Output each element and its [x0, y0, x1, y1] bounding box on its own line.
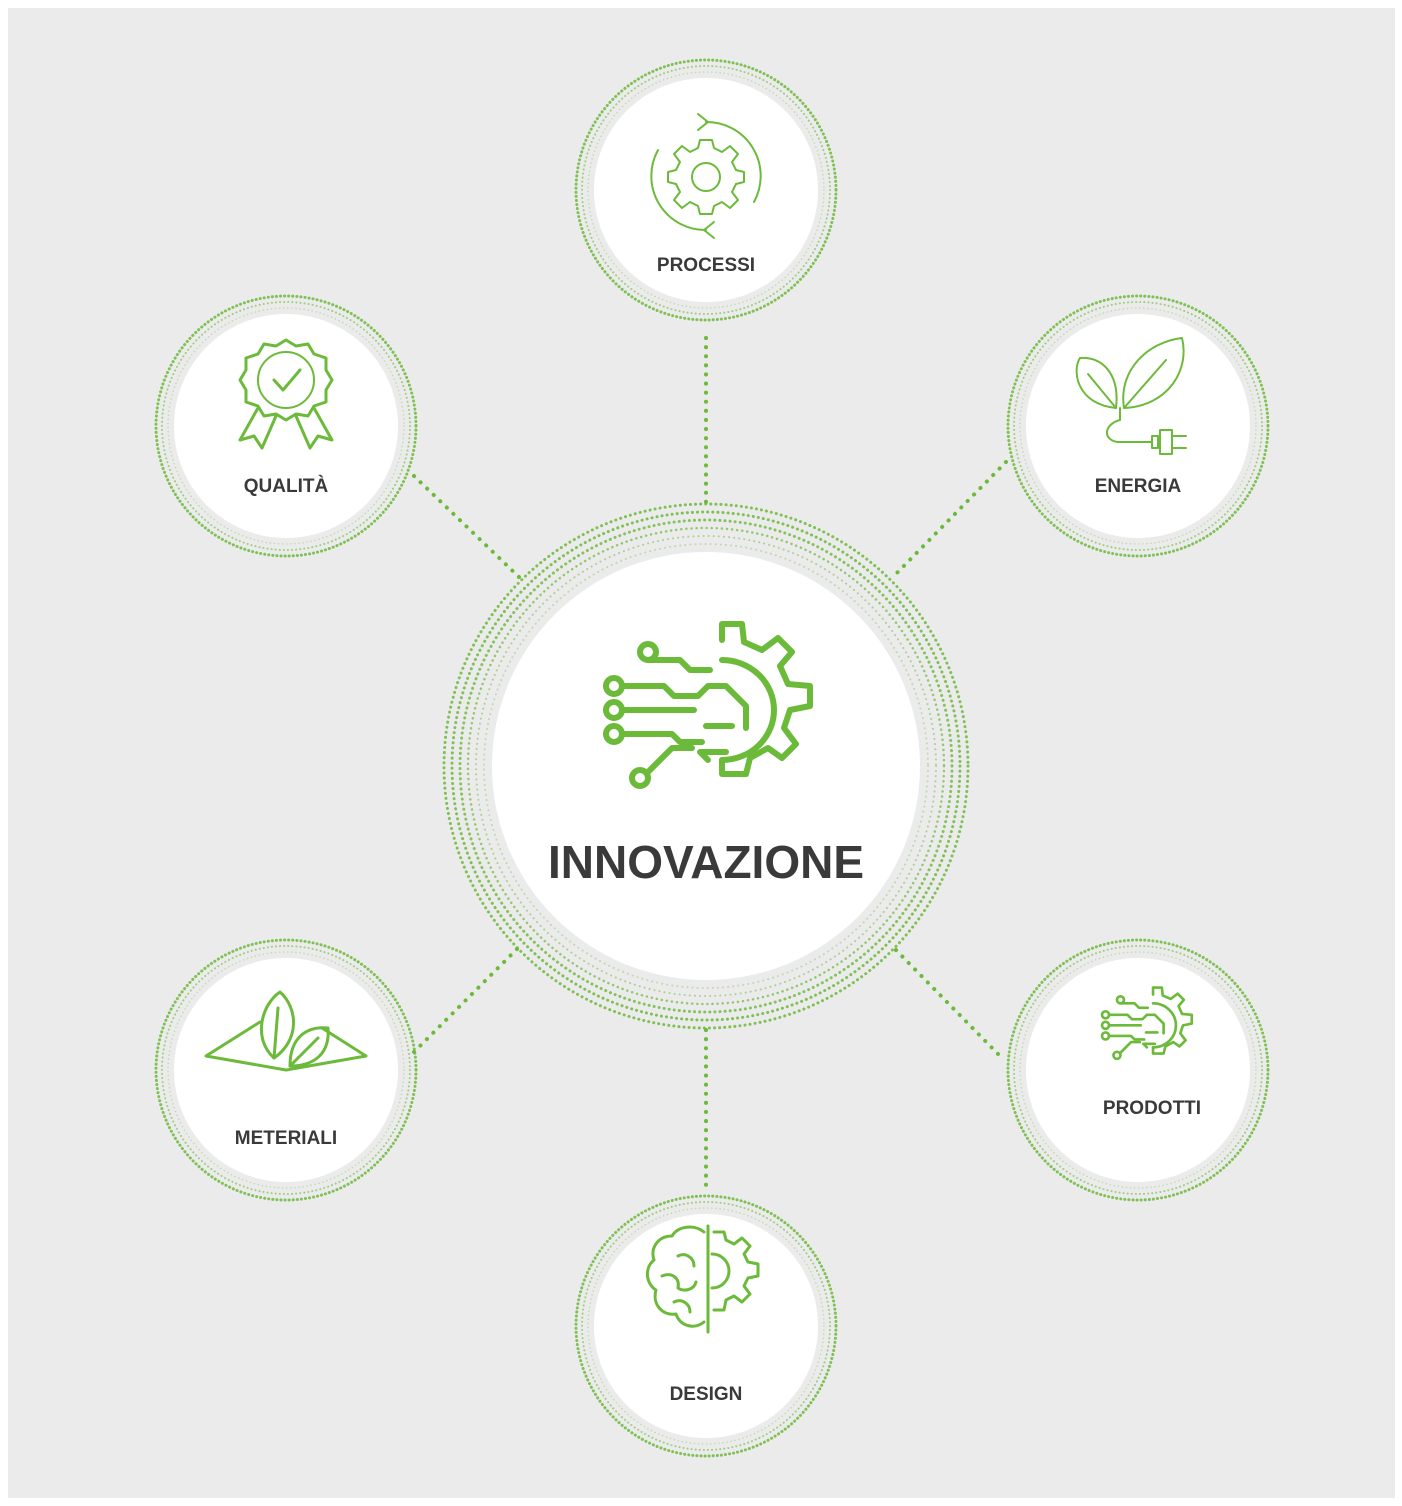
circuit-gear-icon [1100, 986, 1194, 1061]
connectors [412, 336, 1008, 1194]
center-node: INNOVAZIONE [442, 502, 970, 1030]
node-processi: PROCESSI [574, 58, 838, 322]
circuit-gear-icon [603, 621, 813, 789]
node-energia: ENERGIA [1006, 294, 1270, 558]
connector-energia [890, 460, 1008, 580]
label-prodotti: PRODOTTI [1103, 1098, 1201, 1119]
node-qualita: QUALITÀ [154, 294, 418, 558]
label-qualita: QUALITÀ [244, 475, 329, 497]
brain-gear-icon [646, 1224, 760, 1334]
connector-prodotti [890, 944, 1000, 1056]
award-badge-icon [238, 338, 334, 450]
node-prodotti: PRODOTTI [1006, 938, 1270, 1202]
center-label: INNOVAZIONE [548, 836, 864, 888]
leaf-plug-icon [1075, 337, 1187, 455]
label-energia: ENERGIA [1095, 476, 1182, 497]
leaves-surface-icon [204, 990, 368, 1072]
connector-meteriali [412, 944, 522, 1054]
node-meteriali: METERIALI [154, 938, 418, 1202]
connector-qualita [412, 474, 522, 580]
label-design: DESIGN [670, 1384, 743, 1405]
gear-cycle-icon [650, 113, 762, 239]
node-design: DESIGN [574, 1194, 838, 1458]
label-meteriali: METERIALI [235, 1128, 337, 1149]
label-processi: PROCESSI [657, 255, 755, 276]
